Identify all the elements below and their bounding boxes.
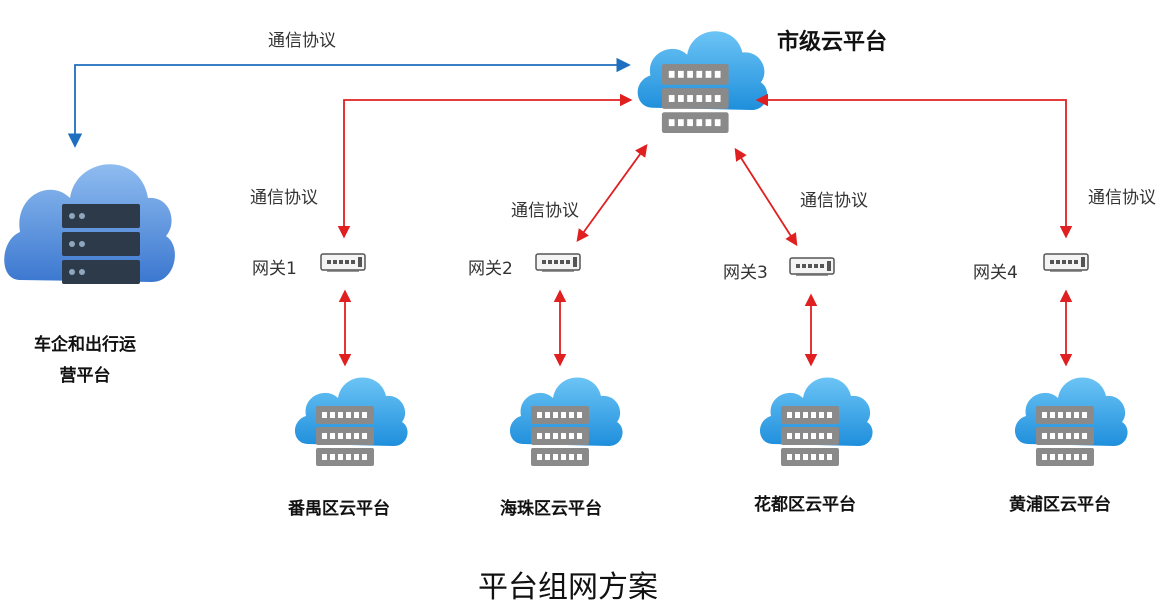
gateway-icon [1043, 253, 1089, 272]
gateway-icon [320, 253, 366, 272]
operation-platform-label-line1: 车企和出行运 [34, 335, 136, 355]
gateway-label-1: 网关1 [252, 259, 297, 279]
operation-platform-label-line2: 营平台 [59, 366, 111, 386]
gateway-icon [535, 253, 581, 272]
district-label-4: 黄浦区云平台 [1009, 495, 1111, 515]
protocol-label-gw3: 通信协议 [800, 191, 868, 211]
city-platform-icon [637, 31, 768, 133]
gateway-icon [789, 257, 835, 276]
red-connector [734, 147, 798, 247]
district-platform-icon [759, 377, 873, 466]
district-label-2: 海珠区云平台 [500, 499, 602, 519]
district-platform-icon [1014, 377, 1128, 466]
gateway-label-3: 网关3 [723, 263, 768, 283]
gateway-label-4: 网关4 [973, 263, 1018, 283]
city-platform-label: 市级云平台 [777, 30, 888, 55]
figure-caption: 平台组网方案 [478, 570, 658, 605]
district-label-3: 花都区云平台 [754, 495, 856, 515]
protocol-label-gw1: 通信协议 [250, 188, 318, 208]
district-platform-icon [294, 377, 408, 466]
red-connector [576, 143, 648, 243]
operation-platform-icon [4, 164, 175, 284]
gateway-label-2: 网关2 [468, 259, 513, 279]
operation-platform-label: 车企和出行运 营平台 [20, 330, 150, 386]
red-connector [337, 93, 633, 239]
red-connector [755, 93, 1073, 239]
protocol-label-gw2: 通信协议 [511, 201, 579, 221]
protocol-label-top: 通信协议 [268, 31, 336, 51]
district-platform-icon [509, 377, 623, 466]
district-label-1: 番禺区云平台 [288, 499, 390, 519]
protocol-label-gw4: 通信协议 [1088, 188, 1156, 208]
blue-connector [67, 57, 631, 148]
